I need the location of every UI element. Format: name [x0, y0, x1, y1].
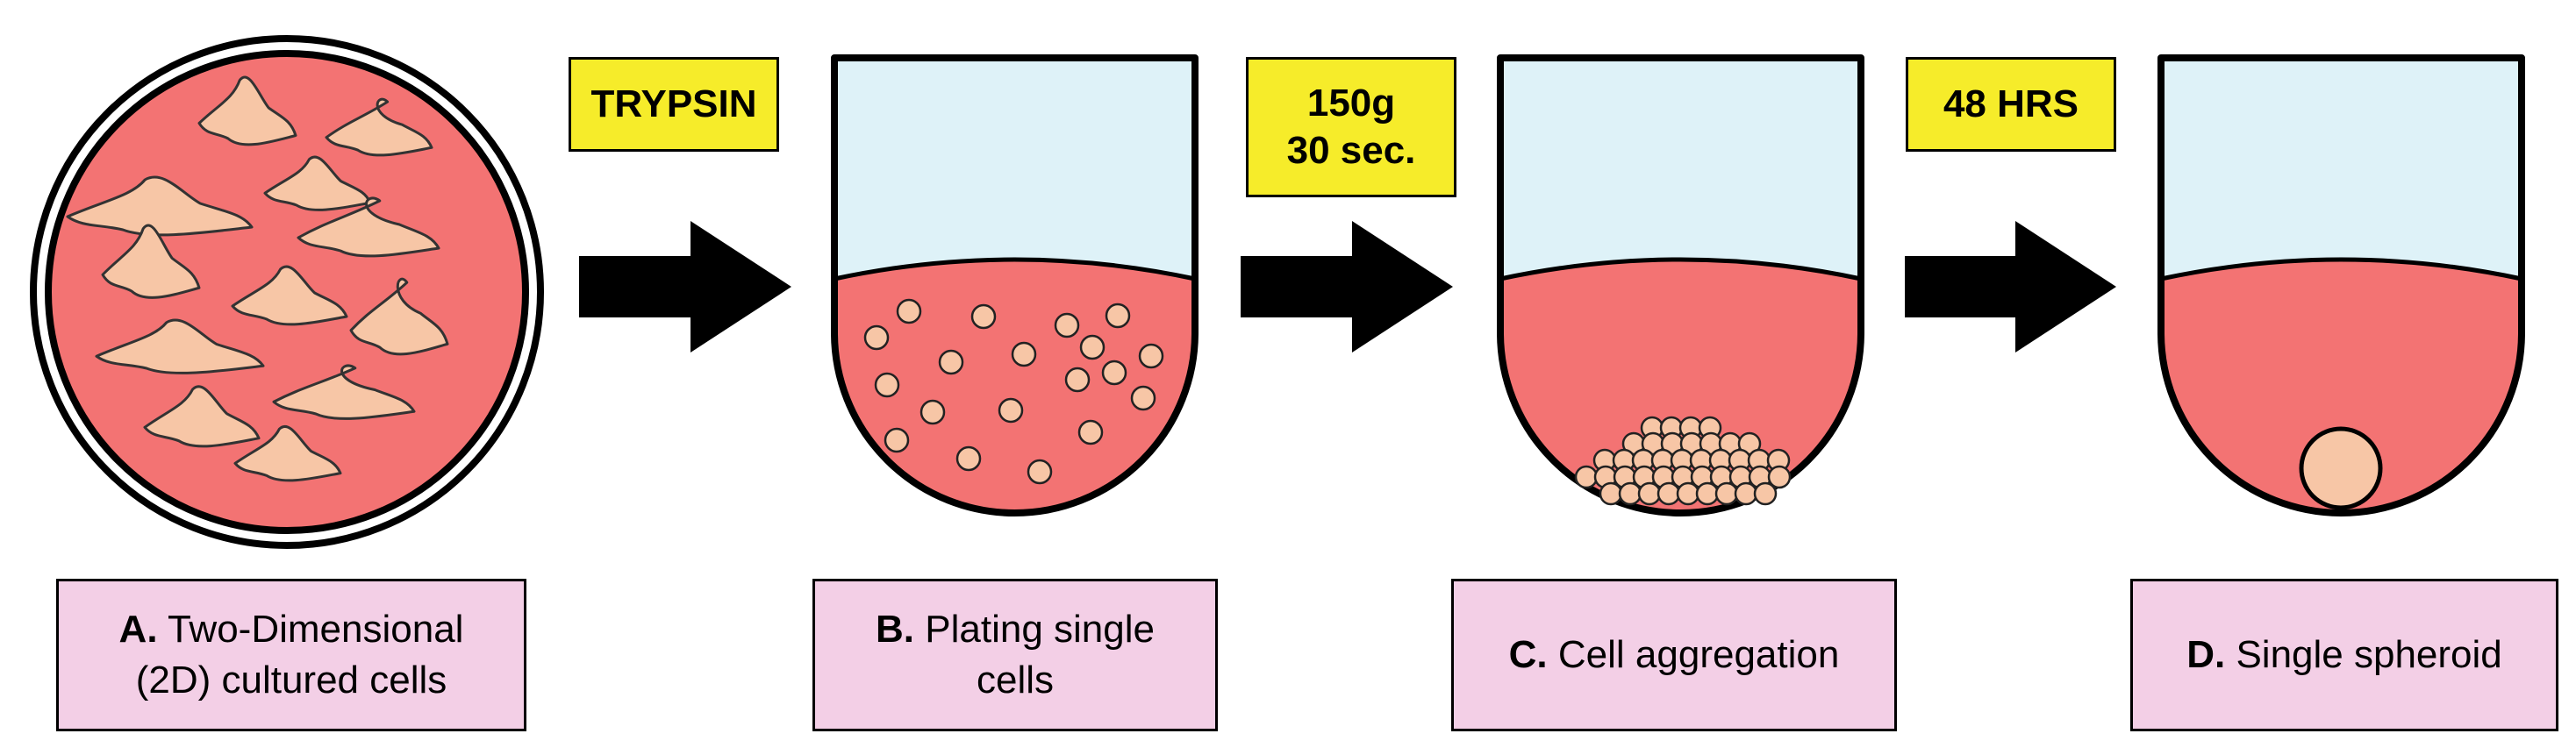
aggregated-cell [1753, 481, 1778, 506]
aggregated-cell [1637, 481, 1662, 506]
well-medium [1500, 260, 1861, 513]
step-a-line1: Two-Dimensional [167, 608, 464, 651]
arrow-1 [579, 221, 791, 353]
incubation-text: 48 HRS [1943, 82, 2079, 125]
single-cell [1079, 334, 1106, 360]
aggregated-cell [1657, 481, 1681, 506]
single-cell [1054, 312, 1080, 338]
adherent-cell [349, 277, 449, 356]
meniscus-line [2160, 257, 2522, 281]
step-d-line1: Single spheroid [2236, 633, 2502, 676]
single-cell [1105, 303, 1131, 329]
arrow-2 [1241, 221, 1453, 353]
single-cell [998, 397, 1024, 424]
adherent-cell [197, 75, 297, 146]
well-air [2161, 58, 2522, 279]
adherent-cell [233, 425, 342, 482]
single-cell [938, 349, 964, 375]
centrifuge-force-text: 150g [1306, 82, 1396, 125]
wells-group [831, 54, 2525, 516]
incubation-label: 48 HRS [1906, 57, 2116, 152]
adherent-cell [263, 155, 372, 211]
adherent-cell [297, 196, 440, 258]
single-cell [884, 427, 910, 453]
step-b-letter: B. [876, 608, 915, 651]
well-outline [1497, 54, 1864, 516]
well-medium [2161, 260, 2522, 513]
adherent-cell [101, 224, 201, 299]
meniscus-line [1499, 257, 1862, 281]
single-cell [896, 298, 922, 324]
aggregated-cell [1676, 481, 1700, 506]
step-d-letter: D. [2186, 633, 2226, 676]
trypsin-label: TRYPSIN [569, 57, 779, 152]
meniscus-line [834, 257, 1196, 281]
well-d [2157, 54, 2525, 516]
step-b-line1: Plating single [925, 608, 1155, 651]
centrifuge-label: 150g 30 sec. [1246, 57, 1456, 197]
step-b-line2: cells [976, 659, 1055, 702]
well-medium [834, 260, 1195, 513]
adherent-cell [95, 318, 265, 374]
single-cell [1138, 343, 1164, 369]
single-cell [874, 372, 900, 398]
single-cell [919, 399, 946, 425]
adherent-cell [272, 364, 416, 420]
trypsin-text: TRYPSIN [590, 82, 757, 125]
step-d-label: D. Single spheroid [2130, 579, 2558, 731]
step-c-letter: C. [1508, 633, 1548, 676]
centrifuge-time-text: 30 sec. [1286, 129, 1416, 172]
adherent-cell [66, 175, 254, 237]
single-cell [955, 445, 982, 472]
process-arrows [579, 221, 2116, 353]
arrow-3 [1905, 221, 2116, 353]
step-a-label: A. Two-Dimensional (2D) cultured cells [56, 579, 526, 731]
single-cell [1064, 367, 1091, 393]
single-cell [863, 324, 890, 351]
step-c-label: C. Cell aggregation [1451, 579, 1897, 731]
well-b [831, 54, 1199, 516]
step-a-line2: (2D) cultured cells [135, 659, 447, 702]
aggregated-cell [1714, 481, 1739, 506]
single-cell [1027, 459, 1053, 485]
well-air [1500, 58, 1861, 279]
single-cell [1101, 360, 1127, 386]
well-air [834, 58, 1195, 279]
aggregated-cell [1574, 465, 1599, 489]
aggregated-cell [1599, 481, 1623, 506]
adherent-cell [325, 97, 433, 157]
petri-dish-group [30, 35, 544, 549]
well-c [1497, 54, 1864, 516]
step-a-letter: A. [118, 608, 158, 651]
aggregated-cell [1695, 481, 1720, 506]
aggregated-cell [1618, 481, 1642, 506]
well-outline [831, 54, 1199, 516]
step-c-line1: Cell aggregation [1557, 633, 1840, 676]
spheroid [2299, 426, 2383, 510]
adherent-cell [143, 385, 261, 448]
adherent-cell [231, 265, 348, 326]
single-cell [970, 303, 997, 330]
single-cell [1130, 385, 1156, 411]
aggregated-cell [1767, 465, 1792, 489]
aggregated-cell [1734, 481, 1758, 506]
single-cell [1011, 341, 1037, 367]
step-b-label: B. Plating single cells [812, 579, 1218, 731]
single-cell [1077, 419, 1104, 445]
well-outline [2157, 54, 2525, 516]
